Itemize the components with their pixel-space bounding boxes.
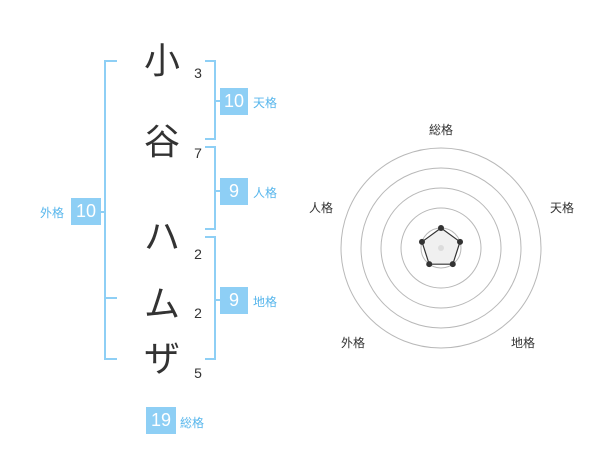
radar-value-polygon — [421, 227, 461, 265]
radar-axis-label-gaikaku: 外格 — [341, 336, 366, 350]
radar-point-3 — [449, 261, 456, 268]
radar-point-5 — [418, 238, 425, 245]
radar-axis-label-chikaku: 地格 — [511, 336, 536, 350]
name-char-3: ハ — [143, 217, 180, 258]
radar-axis-label-soukaku: 総格 — [429, 123, 454, 137]
stroke-count-4: 2 — [194, 305, 202, 321]
radar-axis-label-jinkaku: 人格 — [309, 201, 334, 215]
tenkaku-bracket — [205, 60, 220, 140]
tenkaku-label: 天格 — [253, 96, 278, 110]
soukaku-label: 総格 — [180, 416, 205, 430]
name-char-5: ザ — [143, 339, 180, 380]
chikaku-value: 9 — [220, 287, 248, 314]
radar-axis-label-tenkaku: 天格 — [550, 201, 575, 215]
jinkaku-value: 9 — [220, 178, 248, 205]
radar-point-2 — [457, 238, 464, 245]
soukaku-value: 19 — [146, 407, 176, 434]
gaikaku-bracket — [101, 60, 117, 360]
radar-point-4 — [426, 261, 433, 268]
gaikaku-value: 10 — [71, 198, 101, 225]
radar-point-1 — [438, 225, 444, 231]
radar-grid-circle — [340, 147, 542, 349]
stroke-count-5: 5 — [194, 365, 202, 381]
radar-grid-circle — [380, 187, 502, 309]
name-char-4: ム — [143, 284, 180, 325]
stroke-count-2: 7 — [194, 145, 202, 161]
name-char-2: 谷 — [143, 122, 180, 163]
tenkaku-value: 10 — [220, 88, 248, 115]
radar-grid-circle — [400, 207, 482, 289]
name-char-1: 小 — [143, 41, 180, 82]
radar-grid-circle — [360, 167, 522, 329]
chikaku-bracket — [205, 236, 220, 360]
jinkaku-bracket — [205, 146, 220, 230]
gaikaku-label: 外格 — [40, 206, 65, 220]
jinkaku-label: 人格 — [253, 186, 278, 200]
chikaku-label: 地格 — [253, 295, 278, 309]
stroke-count-3: 2 — [194, 246, 202, 262]
stroke-count-1: 3 — [194, 65, 202, 81]
